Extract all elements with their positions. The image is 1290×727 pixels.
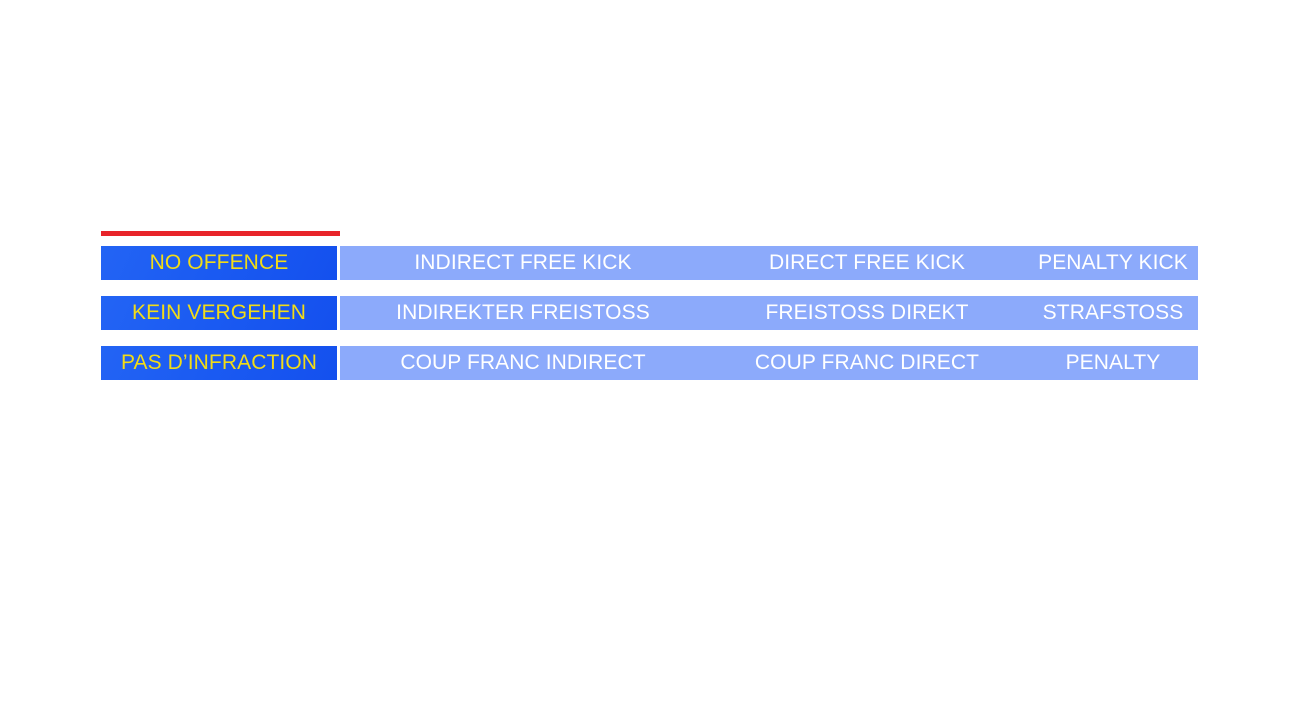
indirect-free-kick-cell-german: INDIREKTER FREISTOSS <box>396 301 650 324</box>
indirect-free-kick-cell-english: INDIRECT FREE KICK <box>414 251 632 274</box>
table-row: NO OFFENCE INDIRECT FREE KICK DIRECT FRE… <box>101 246 1198 280</box>
direct-free-kick-cell-english: DIRECT FREE KICK <box>768 251 966 274</box>
indirect-free-kick-cell-french: COUP FRANC INDIRECT <box>400 351 646 374</box>
table-row: KEIN VERGEHEN INDIREKTER FREISTOSS FREIS… <box>101 296 1198 330</box>
sanctions-band-german: INDIREKTER FREISTOSS FREISTOSS DIREKT ST… <box>340 296 1198 330</box>
penalty-kick-cell-french: PENALTY <box>1065 351 1161 374</box>
penalty-kick-cell-german: STRAFSTOSS <box>1042 301 1184 324</box>
sanctions-matrix: NO OFFENCE INDIRECT FREE KICK DIRECT FRE… <box>101 246 1198 380</box>
row-gutter <box>337 346 340 380</box>
sanctions-band-french: COUP FRANC INDIRECT COUP FRANC DIRECT PE… <box>340 346 1198 380</box>
direct-free-kick-cell-french: COUP FRANC DIRECT <box>754 351 980 374</box>
sanctions-band-english: INDIRECT FREE KICK DIRECT FREE KICK PENA… <box>340 246 1198 280</box>
row-gutter <box>337 246 340 280</box>
row-gutter <box>337 296 340 330</box>
table-row: PAS D’INFRACTION COUP FRANC INDIRECT COU… <box>101 346 1198 380</box>
no-offence-cell-german: KEIN VERGEHEN <box>101 296 337 330</box>
red-accent-rule <box>101 231 340 236</box>
direct-free-kick-cell-german: FREISTOSS DIREKT <box>765 301 969 324</box>
no-offence-cell-english: NO OFFENCE <box>101 246 337 280</box>
no-offence-cell-french: PAS D’INFRACTION <box>101 346 337 380</box>
penalty-kick-cell-english: PENALTY KICK <box>1038 251 1188 274</box>
